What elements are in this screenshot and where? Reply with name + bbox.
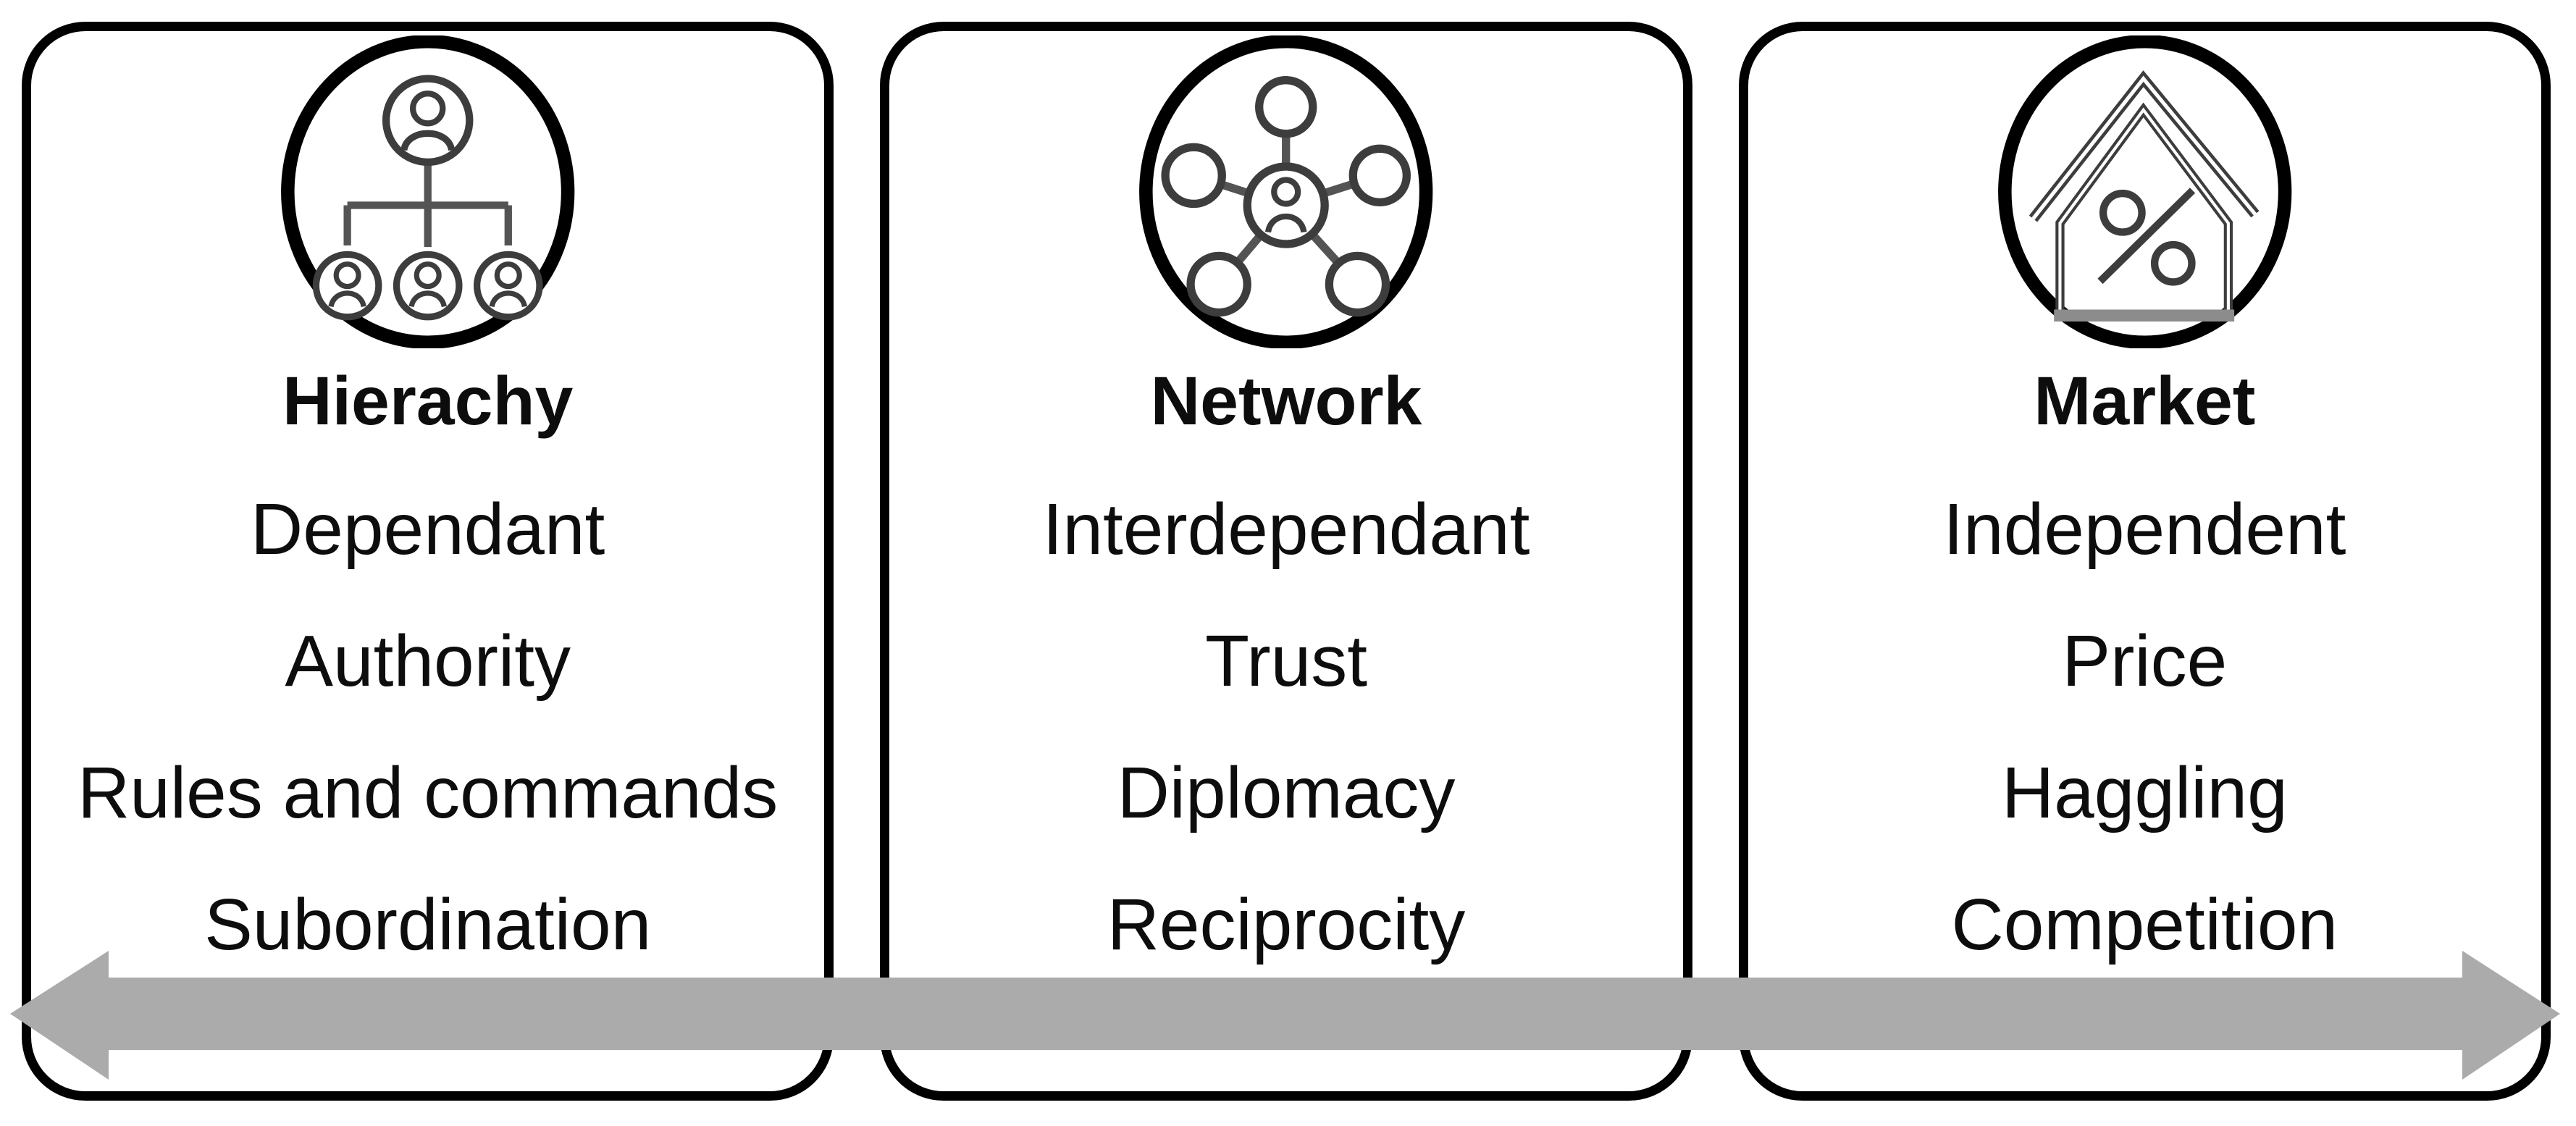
card-title: Market xyxy=(2034,363,2256,440)
card-item: Reciprocity xyxy=(1107,883,1466,965)
card-row: Hierachy Dependant Authority Rules and c… xyxy=(22,22,2551,1101)
card-item: Independent xyxy=(1943,488,2346,570)
network-icon xyxy=(1139,35,1433,348)
network-icon-circle xyxy=(1137,35,1435,348)
card-item: Haggling xyxy=(2001,752,2288,833)
card-item: Competition xyxy=(1951,883,2338,965)
hierarchy-icon-circle xyxy=(279,35,576,348)
card-item: Diplomacy xyxy=(1117,752,1456,833)
card-market: Market Independent Price Haggling Compet… xyxy=(1738,22,2551,1101)
card-item: Price xyxy=(2062,620,2228,702)
org-chart-icon xyxy=(281,35,575,348)
card-title: Network xyxy=(1150,363,1422,440)
card-item: Interdependant xyxy=(1042,488,1530,570)
card-item: Subordination xyxy=(204,883,652,965)
card-network: Network Interdependant Trust Diplomacy R… xyxy=(880,22,1692,1101)
card-hierarchy: Hierachy Dependant Authority Rules and c… xyxy=(22,22,834,1101)
market-icon-circle xyxy=(1996,35,2294,348)
card-title: Hierachy xyxy=(282,363,574,440)
card-item: Dependant xyxy=(251,488,605,570)
card-item: Trust xyxy=(1204,620,1368,702)
card-item: Authority xyxy=(285,620,571,702)
card-item: Rules and commands xyxy=(77,752,779,833)
house-percent-icon xyxy=(1997,35,2291,348)
